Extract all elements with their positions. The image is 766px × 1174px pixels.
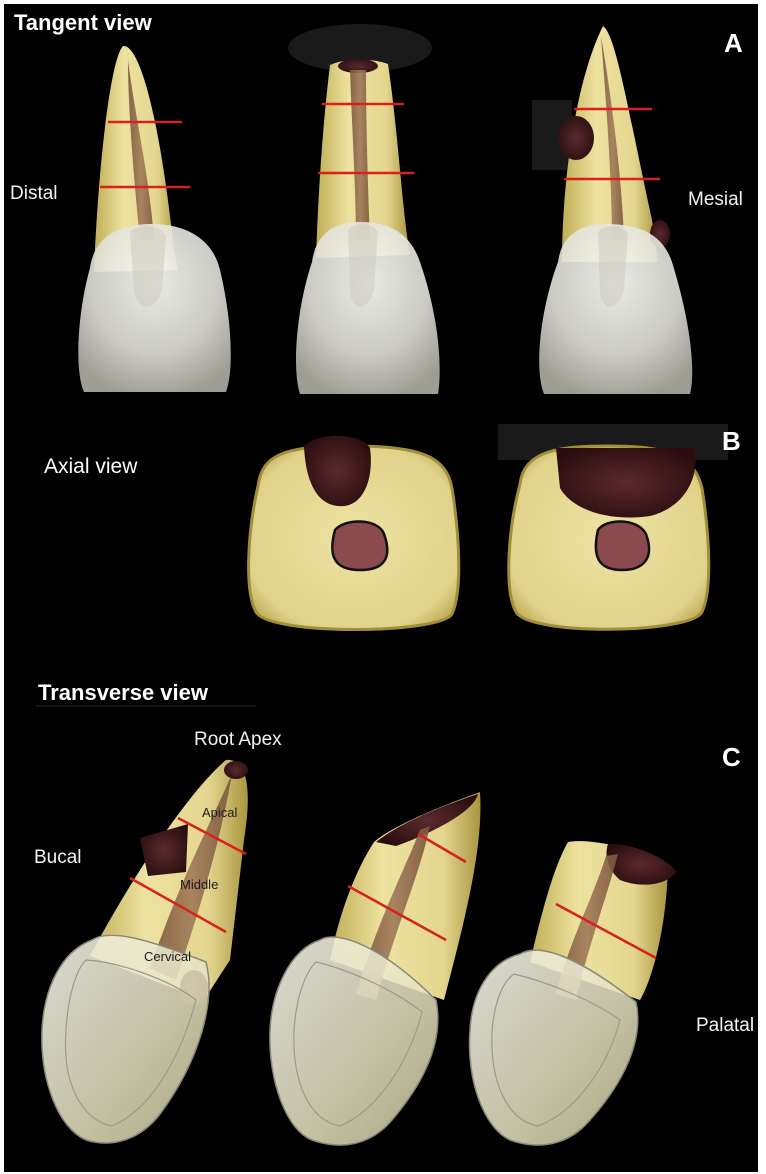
label-apical: Apical bbox=[202, 806, 237, 819]
axial-section-1 bbox=[249, 436, 459, 630]
label-middle: Middle bbox=[180, 878, 218, 891]
axial-section-2 bbox=[498, 424, 728, 629]
label-palatal: Palatal bbox=[696, 1016, 754, 1035]
label-distal: Distal bbox=[10, 184, 58, 203]
panel-label-b: B bbox=[722, 428, 741, 454]
heading-transverse-view: Transverse view bbox=[38, 682, 208, 704]
label-cervical: Cervical bbox=[144, 950, 191, 963]
panel-label-a: A bbox=[724, 30, 743, 56]
heading-tangent-view: Tangent view bbox=[14, 12, 152, 34]
label-mesial: Mesial bbox=[688, 190, 743, 209]
label-root-apex: Root Apex bbox=[194, 730, 282, 749]
heading-axial-view: Axial view bbox=[44, 456, 137, 477]
label-bucal: Bucal bbox=[34, 848, 82, 867]
panel-label-c: C bbox=[722, 744, 741, 770]
